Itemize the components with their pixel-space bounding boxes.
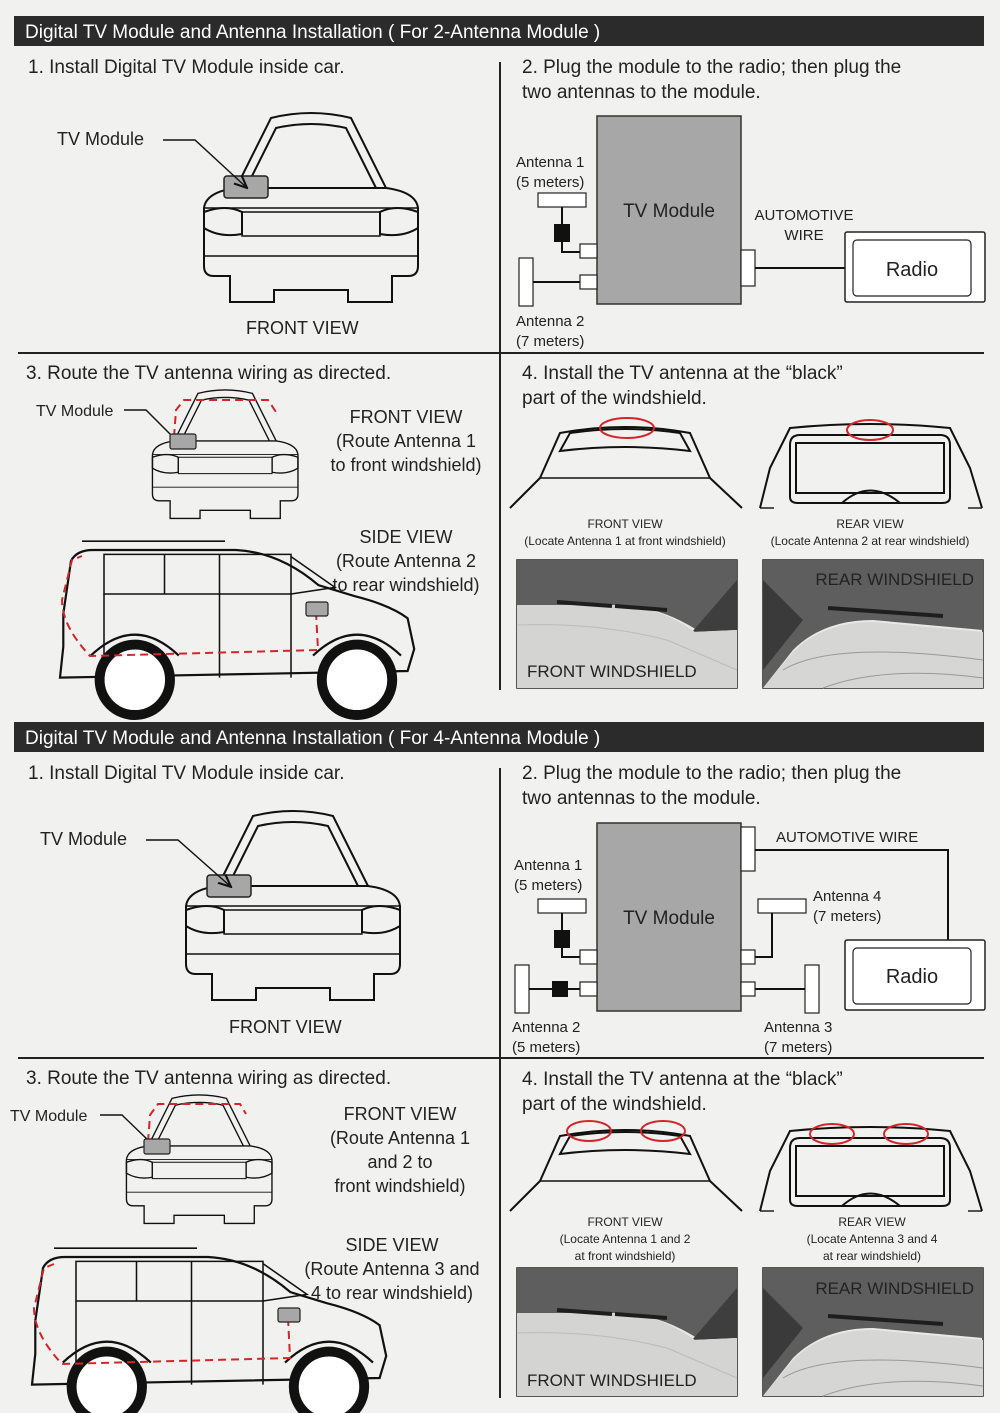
s1-photo-rear-label: REAR WINDSHIELD [815, 570, 974, 589]
s1-step2-ant2-l2: (7 meters) [516, 333, 584, 350]
s2-antenna2 [514, 964, 530, 1014]
s1-step4-title-l1: 4. Install the TV antenna at the “black” [522, 363, 843, 384]
s1-step1-title: 1. Install Digital TV Module inside car. [28, 57, 344, 78]
s1-step2-ant1-l1: Antenna 1 [516, 154, 584, 171]
s1-step4-rear-cap-l2: (Locate Antenna 2 at rear windshield) [771, 534, 970, 548]
s1-tv-module-unit [596, 115, 742, 305]
s2-step3-front-l1: FRONT VIEW [344, 1104, 457, 1124]
s2-step4-front-cap-l2: (Locate Antenna 1 and 2 [560, 1232, 691, 1246]
s2-photo-front-label: FRONT WINDSHIELD [527, 1371, 697, 1390]
s1-step2-wire-l1: AUTOMOTIVE [755, 207, 854, 224]
s2-windshield-front [509, 1129, 743, 1212]
s2-step4-rear-cap-l2: (Locate Antenna 3 and 4 [807, 1232, 938, 1246]
s1-step3-side-l1: SIDE VIEW [359, 527, 452, 547]
s2-step1-view-label: FRONT VIEW [229, 1017, 342, 1037]
s1-step3-title: 3. Route the TV antenna wiring as direct… [26, 363, 391, 384]
s2-step3-side-l1: SIDE VIEW [345, 1235, 438, 1255]
s2-step3-side-l3: 4 to rear windshield) [311, 1283, 473, 1303]
s1-step3-side-l2: (Route Antenna 2 [336, 551, 476, 571]
section1-header-bar [14, 16, 984, 46]
s2-step2-ant2-l1: Antenna 2 [512, 1019, 580, 1036]
s2-step2-ant3-l1: Antenna 3 [764, 1019, 832, 1036]
section2-header: Digital TV Module and Antenna Installati… [25, 728, 600, 749]
section1-header: Digital TV Module and Antenna Installati… [25, 22, 600, 43]
s1-step2-ant1-l2: (5 meters) [516, 174, 584, 191]
s2-step4-rear-cap-l1: REAR VIEW [838, 1215, 906, 1229]
s2-step3-side-l2: (Route Antenna 3 and [304, 1259, 479, 1279]
s1-step3-front-l2: (Route Antenna 1 [336, 431, 476, 451]
s1-step1-module-label: TV Module [57, 129, 144, 149]
s1-antenna1 [537, 192, 587, 208]
s2-step3-title: 3. Route the TV antenna wiring as direct… [26, 1068, 391, 1089]
section2-header-bar [14, 722, 984, 752]
s1-car-front-small [151, 389, 299, 520]
s2-step4-title-l1: 4. Install the TV antenna at the “black” [522, 1069, 843, 1090]
s2-step3-front-l3: and 2 to [367, 1152, 432, 1172]
s2-step2-module: TV Module [623, 908, 715, 929]
s1-step2-title-l2: two antennas to the module. [522, 82, 761, 103]
s2-step2-ant4-l2: (7 meters) [813, 908, 881, 925]
s2-step1-module-label: TV Module [40, 829, 127, 849]
s2-windshield-rear [759, 1126, 983, 1212]
s1-step4-title-l2: part of the windshield. [522, 388, 707, 409]
s1-step1-view-label: FRONT VIEW [246, 318, 359, 338]
s2-step4-front-cap-l1: FRONT VIEW [587, 1215, 663, 1229]
s1-windshield-front [509, 426, 743, 509]
s2-step4-front-cap-l3: at front windshield) [575, 1249, 676, 1263]
s1-step2-module: TV Module [623, 201, 715, 222]
s2-car-front-view [185, 810, 401, 1001]
s2-car-front-small [125, 1094, 273, 1225]
s1-car-front-view [203, 112, 419, 303]
s2-step4-title-l2: part of the windshield. [522, 1094, 707, 1115]
s1-step3-side-l3: to rear windshield) [332, 575, 479, 595]
s1-step2-ant2-l1: Antenna 2 [516, 313, 584, 330]
s1-step2-title-l1: 2. Plug the module to the radio; then pl… [522, 57, 901, 78]
s2-step2-title-l1: 2. Plug the module to the radio; then pl… [522, 763, 901, 784]
s1-step3-module-label: TV Module [36, 403, 113, 420]
s1-step4-rear-cap-l1: REAR VIEW [836, 517, 904, 531]
s2-antenna3 [804, 964, 820, 1014]
s2-step2-wire: AUTOMOTIVE WIRE [776, 829, 918, 846]
s2-tv-module-unit [596, 822, 742, 1012]
s2-step2-ant1-l2: (5 meters) [514, 877, 582, 894]
s2-antenna4 [757, 898, 807, 914]
s2-step2-radio: Radio [886, 966, 938, 988]
s1-antenna2 [518, 257, 534, 307]
s1-step2-wire-l2: WIRE [784, 227, 823, 244]
s1-step4-front-cap-l2: (Locate Antenna 1 at front windshield) [524, 534, 725, 548]
s2-step2-ant3-l2: (7 meters) [764, 1039, 832, 1056]
s2-step4-rear-cap-l3: at rear windshield) [823, 1249, 921, 1263]
s1-step3-front-l3: to front windshield) [330, 455, 481, 475]
s2-step1-title: 1. Install Digital TV Module inside car. [28, 763, 344, 784]
s2-step3-front-l2: (Route Antenna 1 [330, 1128, 470, 1148]
s2-antenna1 [537, 898, 587, 914]
s2-step2-title-l2: two antennas to the module. [522, 788, 761, 809]
s1-step3-front-l1: FRONT VIEW [350, 407, 463, 427]
s2-step2-ant4-l1: Antenna 4 [813, 888, 881, 905]
s1-photo-front-label: FRONT WINDSHIELD [527, 662, 697, 681]
s1-step2-radio: Radio [886, 259, 938, 281]
s2-step3-front-l4: front windshield) [334, 1176, 465, 1196]
s1-windshield-rear [759, 423, 983, 509]
s2-step2-ant2-l2: (5 meters) [512, 1039, 580, 1056]
s2-step3-module-label: TV Module [10, 1108, 87, 1125]
s1-step4-front-cap-l1: FRONT VIEW [587, 517, 663, 531]
s2-photo-rear-label: REAR WINDSHIELD [815, 1279, 974, 1298]
s2-step2-ant1-l1: Antenna 1 [514, 857, 582, 874]
